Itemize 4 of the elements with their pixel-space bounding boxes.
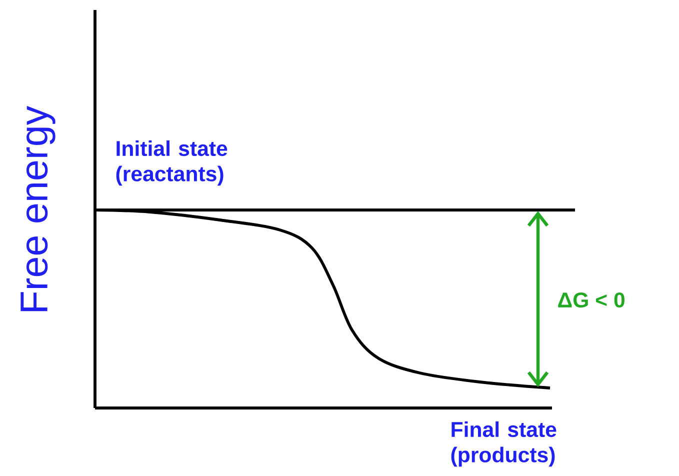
state-label: Initial state (reactants) — [116, 140, 228, 186]
energy-label: ΔG < 0 — [558, 292, 624, 308]
state-label: Final state (products) — [451, 421, 556, 467]
axis-label: Free energy — [20, 106, 56, 312]
